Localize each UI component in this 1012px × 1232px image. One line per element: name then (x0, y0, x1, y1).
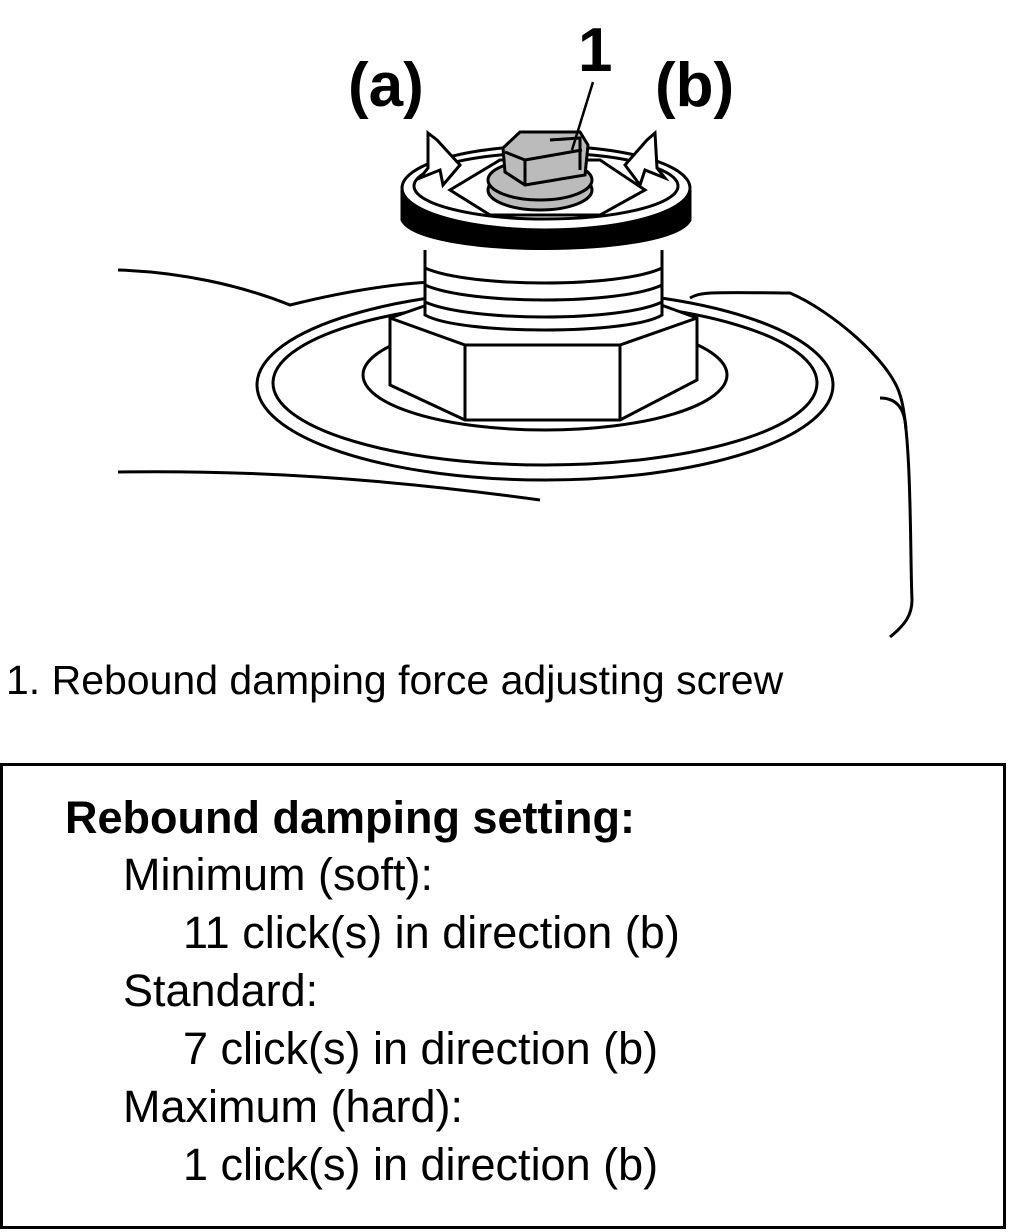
spec-value-maximum: 1 click(s) in direction (b) (183, 1139, 659, 1190)
spec-box: Rebound damping setting: Minimum (soft):… (0, 763, 1006, 1229)
figure-caption: 1. Rebound damping force adjusting screw (6, 657, 784, 703)
spec-title: Rebound damping setting: (65, 792, 635, 843)
spec-label-standard: Standard: (123, 965, 319, 1016)
spec-value-standard: 7 click(s) in direction (b) (183, 1023, 659, 1074)
callout-number: 1 (578, 16, 613, 85)
adjuster-illustration (117, 81, 914, 639)
direction-a-label: (a) (348, 51, 424, 120)
spec-value-minimum: 11 click(s) in direction (b) (183, 907, 680, 958)
direction-b-label: (b) (655, 51, 735, 120)
spec-label-minimum: Minimum (soft): (123, 849, 434, 900)
spec-label-maximum: Maximum (hard): (123, 1081, 464, 1132)
